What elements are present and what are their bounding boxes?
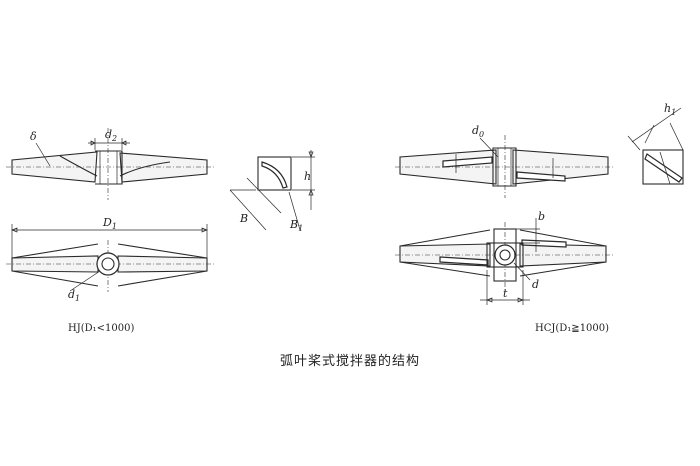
figure-title: 弧叶桨式搅拌器的结构 bbox=[280, 353, 420, 369]
hj-blade-section bbox=[229, 150, 315, 231]
left-caption: HJ(D₁<1000) bbox=[68, 323, 134, 334]
label-d0: d0 bbox=[472, 124, 484, 139]
label-d-small: d bbox=[532, 278, 539, 291]
label-D1: D1 bbox=[102, 216, 117, 231]
label-h: h bbox=[304, 170, 311, 183]
label-d2: d2 bbox=[105, 128, 117, 143]
hcj-top-view bbox=[395, 218, 614, 305]
label-b: b bbox=[538, 210, 545, 223]
hcj-blade-section bbox=[627, 107, 684, 185]
label-delta: δ bbox=[30, 130, 37, 143]
hcj-side-view bbox=[395, 135, 614, 198]
label-h1: h1 bbox=[664, 102, 676, 117]
hj-side-view bbox=[6, 128, 214, 200]
hj-top-view bbox=[6, 224, 214, 292]
label-B1: B1 bbox=[289, 218, 303, 233]
label-t: t bbox=[503, 287, 508, 300]
label-d1: d1 bbox=[68, 288, 80, 303]
right-caption: HCJ(D₁≧1000) bbox=[535, 323, 609, 334]
label-B: B bbox=[239, 212, 248, 225]
